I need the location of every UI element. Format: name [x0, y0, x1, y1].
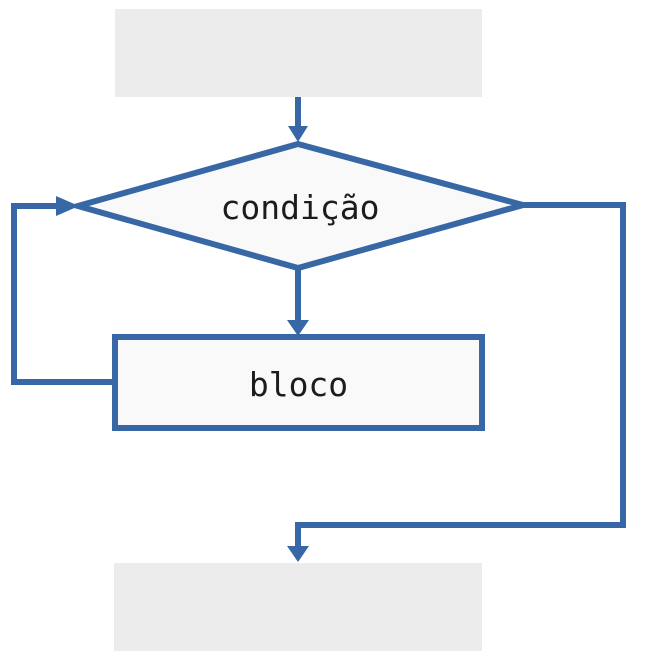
edge-condition-to-end	[295, 202, 626, 548]
edge-body-to-condition-loop	[11, 203, 115, 385]
body-node	[112, 334, 485, 431]
body-label: bloco	[249, 365, 348, 404]
condition-label: condição	[221, 188, 380, 227]
arrowhead-right-icon	[56, 196, 79, 216]
start-node	[115, 9, 482, 97]
arrowhead-down-icon	[287, 546, 309, 562]
arrowhead-down-icon	[288, 126, 308, 142]
arrowhead-down-icon	[287, 320, 309, 336]
end-node	[114, 563, 482, 651]
